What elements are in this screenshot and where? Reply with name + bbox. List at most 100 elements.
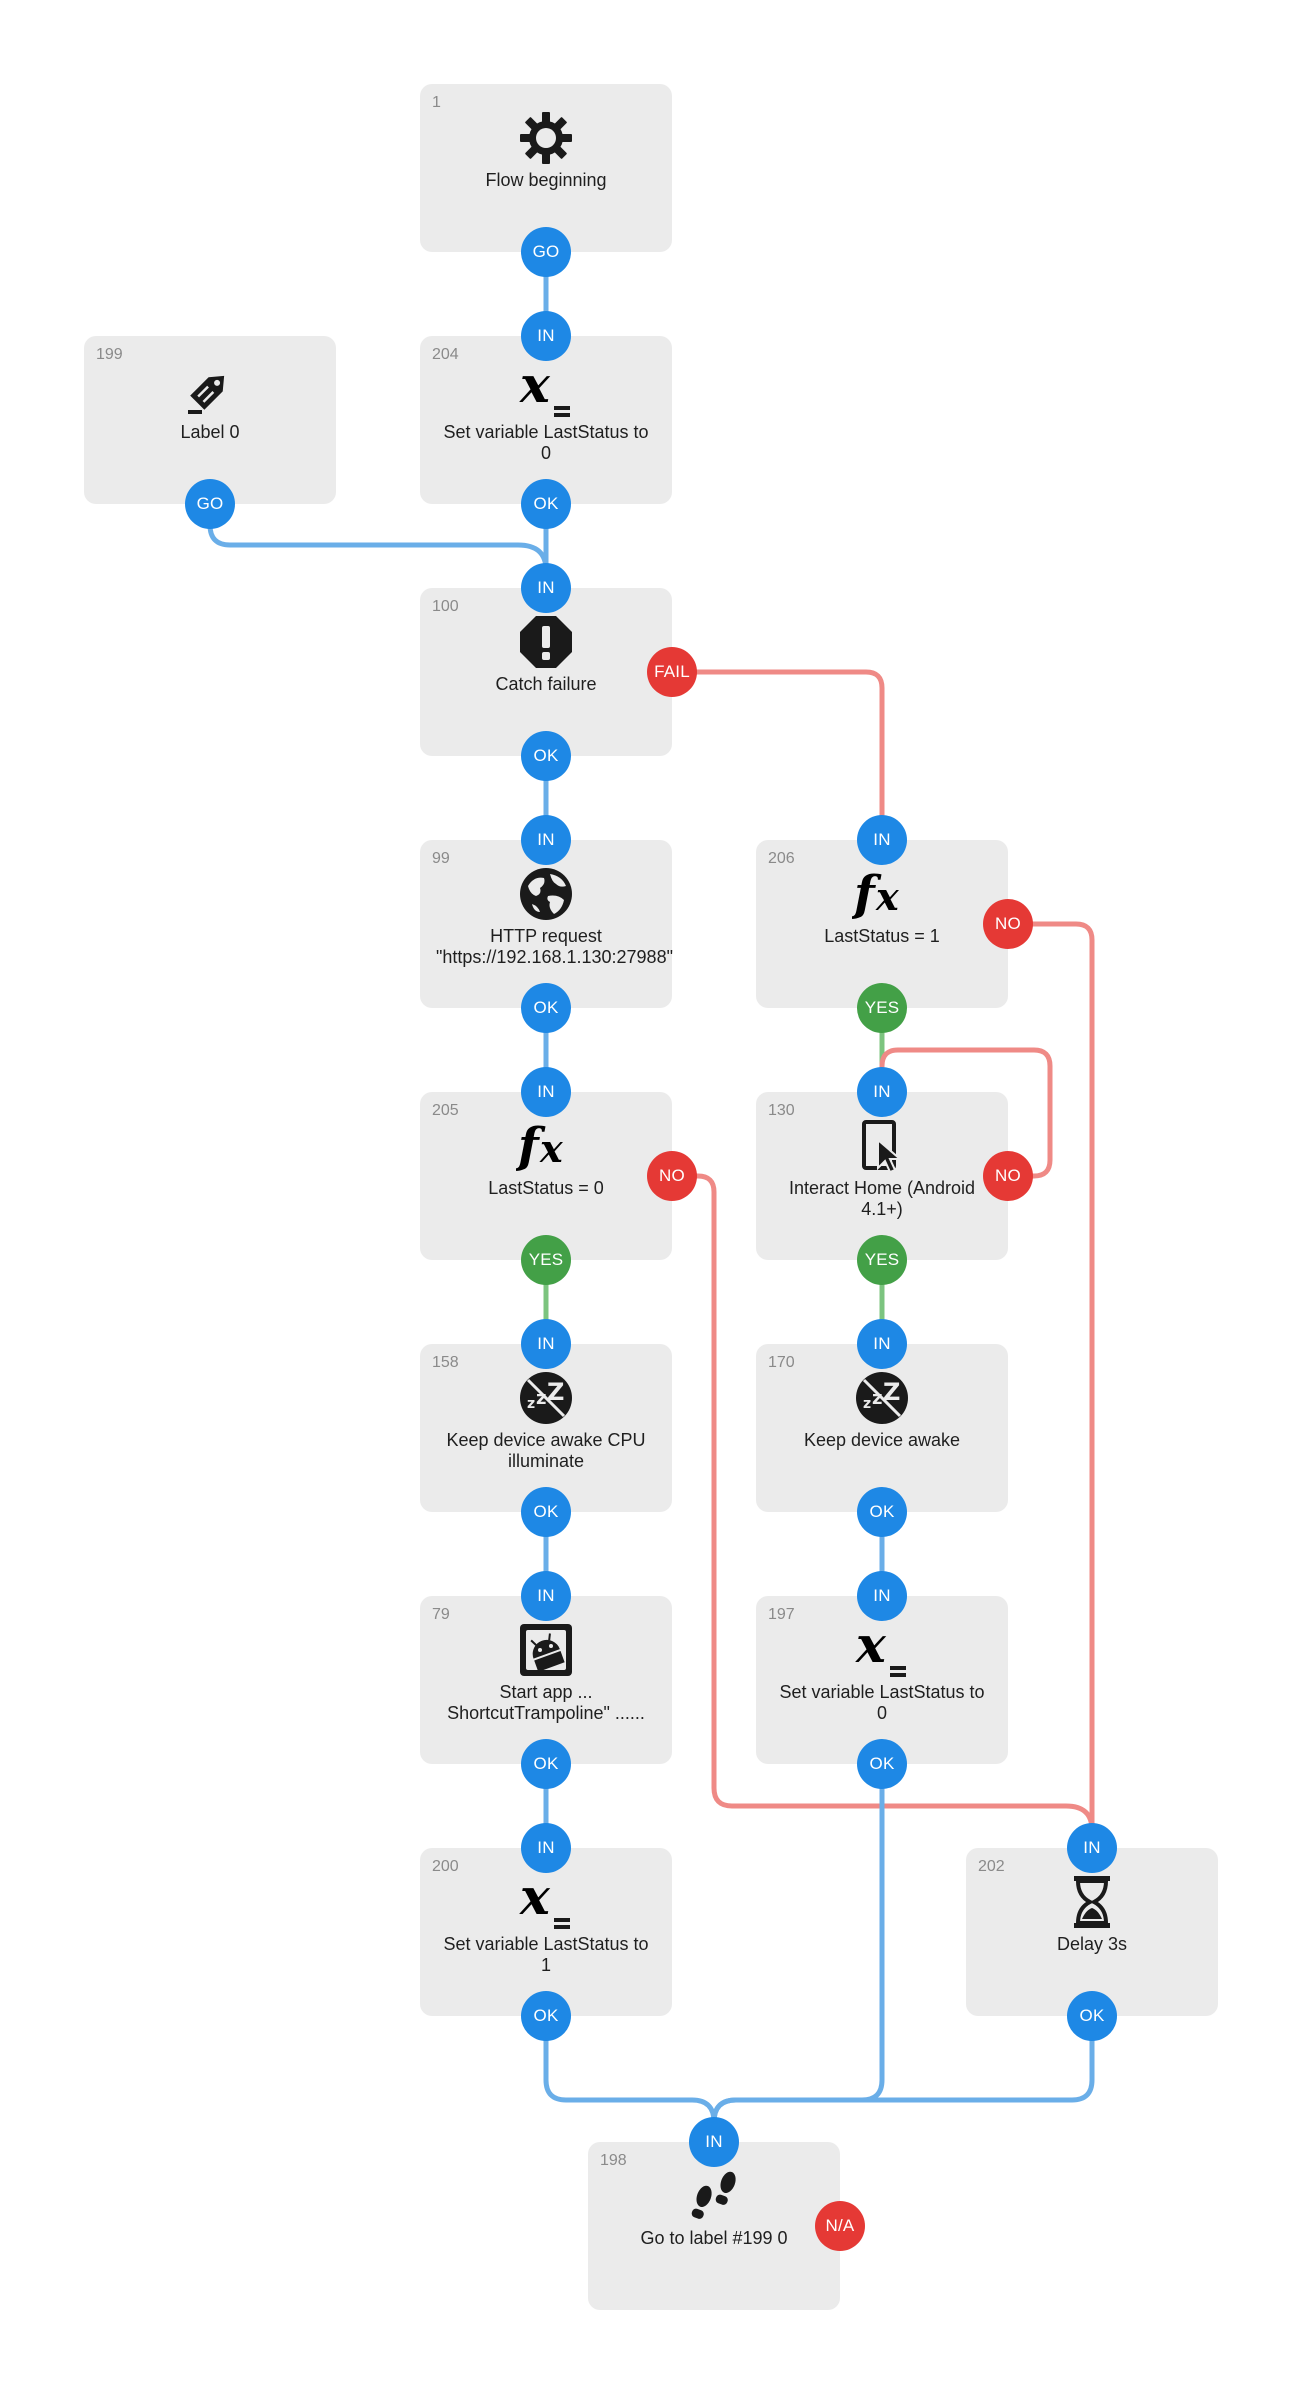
block-label: Set variable LastStatus to 0 [443,422,649,463]
svg-text:Z: Z [547,1378,564,1406]
port-ok[interactable]: OK [521,1487,571,1537]
wire-205-no-to-202-in [669,1173,1095,1851]
port-na[interactable]: N/A [815,2201,865,2251]
port-ok[interactable]: OK [521,983,571,1033]
port-ok[interactable]: OK [521,1991,571,2041]
block-label: Label 0 [180,422,240,442]
block-id: 199 [96,346,123,363]
block-condition-laststatus-1[interactable]: 206 f x LastStatus = 1 [756,840,1008,1008]
svg-text:z: z [536,1388,546,1409]
globe-icon [516,864,576,924]
wire-206-no-to-202-in [1005,921,1095,1851]
block-keep-awake-cpu[interactable]: 158 z z Z Keep device awake CPU illumina… [420,1344,672,1512]
block-label-0[interactable]: 199 Label 0 [84,336,336,504]
block-http-request[interactable]: 99 HTTP request "https://192.168.1.130:2… [420,840,673,1008]
block-id: 170 [768,1354,795,1371]
block-goto-label[interactable]: 198 Go to label #199 0 [588,2142,840,2310]
port-in[interactable]: IN [1067,1823,1117,1873]
function-icon: f x [516,1116,576,1176]
port-ok[interactable]: OK [857,1487,907,1537]
port-no[interactable]: NO [983,1151,1033,1201]
port-in[interactable]: IN [857,1067,907,1117]
port-in[interactable]: IN [521,563,571,613]
svg-text:x: x [875,874,900,919]
gear-icon [516,108,576,168]
port-in[interactable]: IN [857,815,907,865]
block-delay[interactable]: 202 Delay 3s [966,1848,1218,2016]
port-go[interactable]: GO [185,479,235,529]
port-in[interactable]: IN [521,1823,571,1873]
function-icon: f x [852,864,912,924]
port-in[interactable]: IN [689,2117,739,2167]
block-catch-failure[interactable]: 100 Catch failure [420,588,672,756]
wire-202-ok-to-198-in [711,2013,1095,2145]
no-sleep-icon: z z Z [852,1368,912,1428]
wire-199-go-to-100-in [207,501,549,591]
svg-text:x: x [855,1620,887,1674]
block-id: 99 [432,850,450,867]
block-id: 79 [432,1606,450,1623]
port-in[interactable]: IN [521,815,571,865]
port-fail[interactable]: FAIL [647,647,697,697]
alert-octagon-icon [516,612,576,672]
block-id: 206 [768,850,795,867]
android-app-icon [516,1620,576,1680]
port-no[interactable]: NO [647,1151,697,1201]
block-id: 130 [768,1102,795,1119]
svg-text:Z: Z [883,1378,900,1406]
block-set-variable[interactable]: 204 x Set variable LastStatus to 0 [420,336,672,504]
variable-icon: x [516,1872,576,1932]
block-keep-awake[interactable]: 170 z z Z Keep device awake [756,1344,1008,1512]
port-ok[interactable]: OK [1067,1991,1117,2041]
block-flow-beginning[interactable]: 1 Flow beginning [420,84,672,252]
block-id: 205 [432,1102,459,1119]
block-id: 100 [432,598,459,615]
block-condition-laststatus-0[interactable]: 205 f x LastStatus = 0 [420,1092,672,1260]
svg-text:z: z [863,1396,871,1412]
port-ok[interactable]: OK [857,1739,907,1789]
hourglass-icon [1062,1872,1122,1932]
block-label: LastStatus = 0 [488,1178,604,1198]
block-id: 202 [978,1858,1005,1875]
block-label: Flow beginning [485,170,607,190]
port-in[interactable]: IN [521,311,571,361]
port-ok[interactable]: OK [521,731,571,781]
wire-200-ok-to-198-in [543,2013,717,2145]
port-in[interactable]: IN [521,1571,571,1621]
block-interact-home[interactable]: 130 Interact Home (Android 4.1+) [756,1092,1008,1260]
wire-130-no-loop [879,1047,1053,1179]
block-id: 198 [600,2152,627,2169]
port-ok[interactable]: OK [521,1739,571,1789]
variable-icon: x [516,360,576,420]
port-in[interactable]: IN [521,1067,571,1117]
variable-icon: x [852,1620,912,1680]
block-id: 197 [768,1606,795,1623]
block-label: Start app ... ShortcutTrampoline" ...... [447,1682,645,1723]
block-label: Set variable LastStatus to 1 [443,1934,649,1975]
block-start-app[interactable]: 79 Start app ... ShortcutTrampoline" ...… [420,1596,672,1764]
port-yes[interactable]: YES [857,1235,907,1285]
label-icon [180,360,240,420]
port-in[interactable]: IN [857,1319,907,1369]
block-label: Catch failure [495,674,597,694]
port-in[interactable]: IN [521,1319,571,1369]
svg-text:z: z [872,1388,882,1409]
no-sleep-icon: z z Z [516,1368,576,1428]
block-label: Keep device awake CPU illuminate [446,1430,646,1471]
port-ok[interactable]: OK [521,479,571,529]
block-set-variable-197[interactable]: 197 x Set variable LastStatus to 0 [756,1596,1008,1764]
port-no[interactable]: NO [983,899,1033,949]
port-in[interactable]: IN [857,1571,907,1621]
wire-100-fail-to-206-in [669,669,885,843]
block-id: 200 [432,1858,459,1875]
block-set-variable-200[interactable]: 200 x Set variable LastStatus to 1 [420,1848,672,2016]
block-label: HTTP request "https://192.168.1.130:2798… [436,926,673,967]
block-label: Delay 3s [1056,1934,1128,1954]
block-id: 204 [432,346,459,363]
block-id: 158 [432,1354,459,1371]
port-yes[interactable]: YES [857,983,907,1033]
port-yes[interactable]: YES [521,1235,571,1285]
wire-197-ok-to-198-in [711,1761,885,2145]
port-go[interactable]: GO [521,227,571,277]
